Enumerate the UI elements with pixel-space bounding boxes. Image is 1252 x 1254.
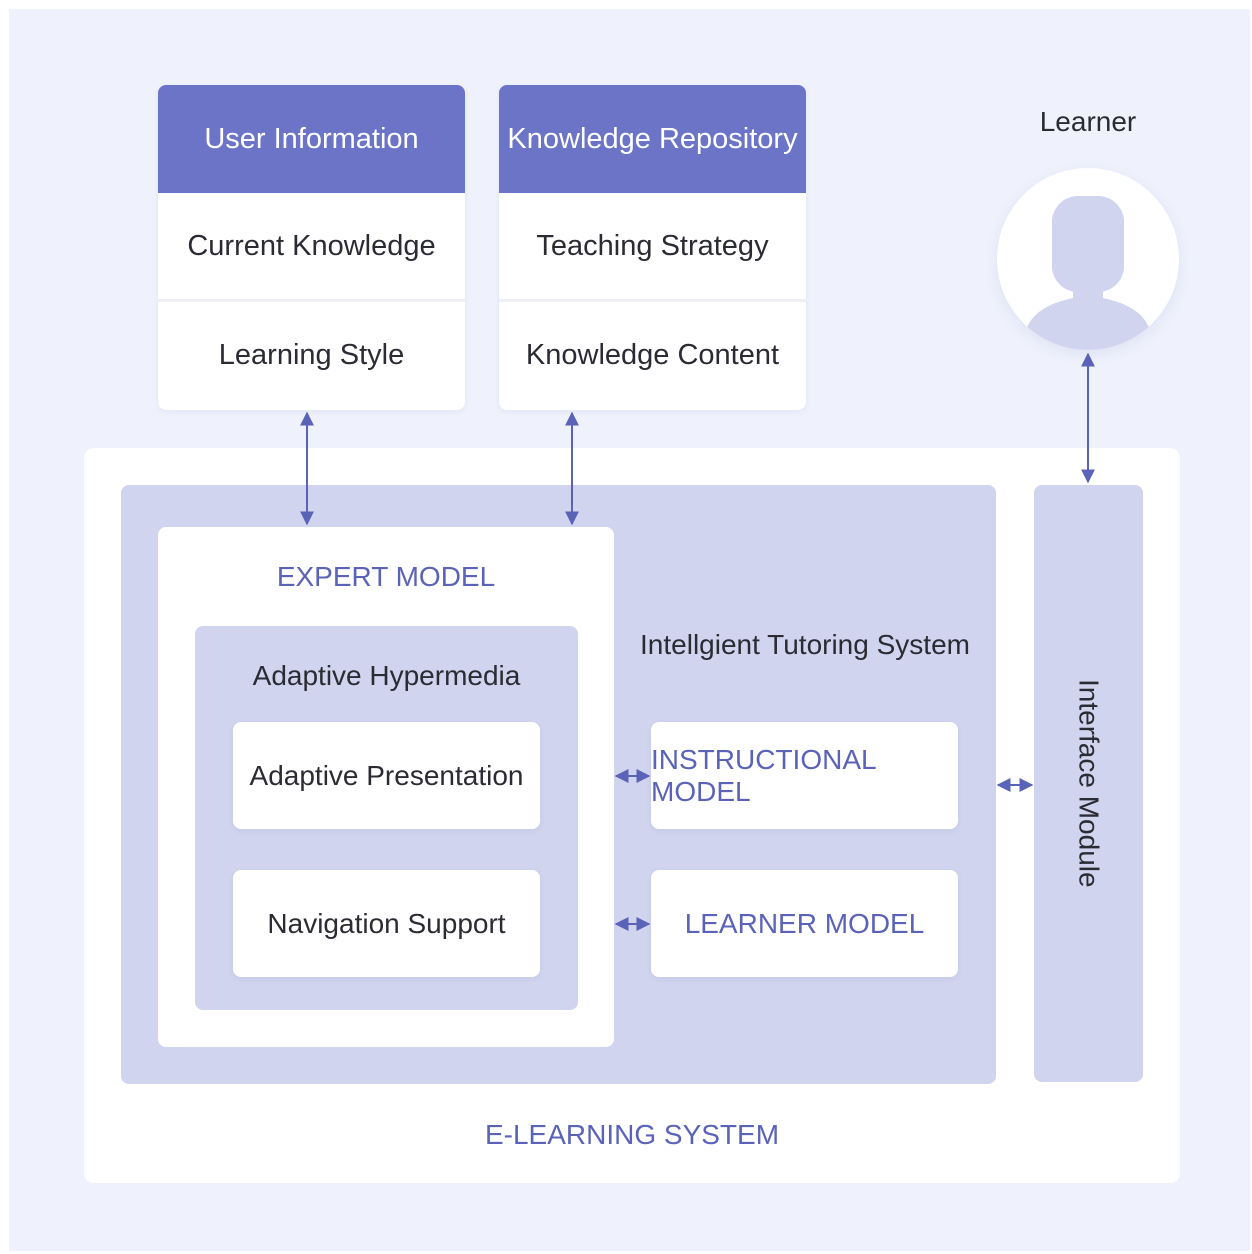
user-information-title: User Information [158, 85, 465, 193]
learning-style-row: Learning Style [158, 299, 465, 408]
teaching-strategy-row: Teaching Strategy [536, 229, 769, 262]
knowledge-repository-card: Knowledge Repository Teaching Strategy K… [499, 85, 806, 410]
knowledge-content-row: Knowledge Content [499, 299, 806, 408]
knowledge-repository-title: Knowledge Repository [499, 85, 806, 193]
learner-label: Learner [1039, 106, 1137, 137]
adaptive-presentation-box: Adaptive Presentation [233, 722, 540, 829]
current-knowledge-row: Current Knowledge [187, 229, 436, 262]
learner-model-box: LEARNER MODEL [651, 870, 958, 977]
its-label: Intellgient Tutoring System [640, 629, 970, 660]
learner-avatar [997, 168, 1179, 350]
user-silhouette-icon [1027, 196, 1149, 350]
expert-model-label: EXPERT MODEL [276, 561, 496, 592]
interface-module-label: Interface Module [1073, 679, 1105, 888]
instructional-model-box: INSTRUCTIONAL MODEL [651, 722, 958, 829]
user-information-card: User Information Current Knowledge Learn… [158, 85, 465, 410]
e-learning-system-label: E-LEARNING SYSTEM [484, 1119, 780, 1150]
interface-module-panel: Interface Module [1034, 485, 1143, 1082]
adaptive-hypermedia-label: Adaptive Hypermedia [252, 660, 521, 691]
navigation-support-box: Navigation Support [233, 870, 540, 977]
